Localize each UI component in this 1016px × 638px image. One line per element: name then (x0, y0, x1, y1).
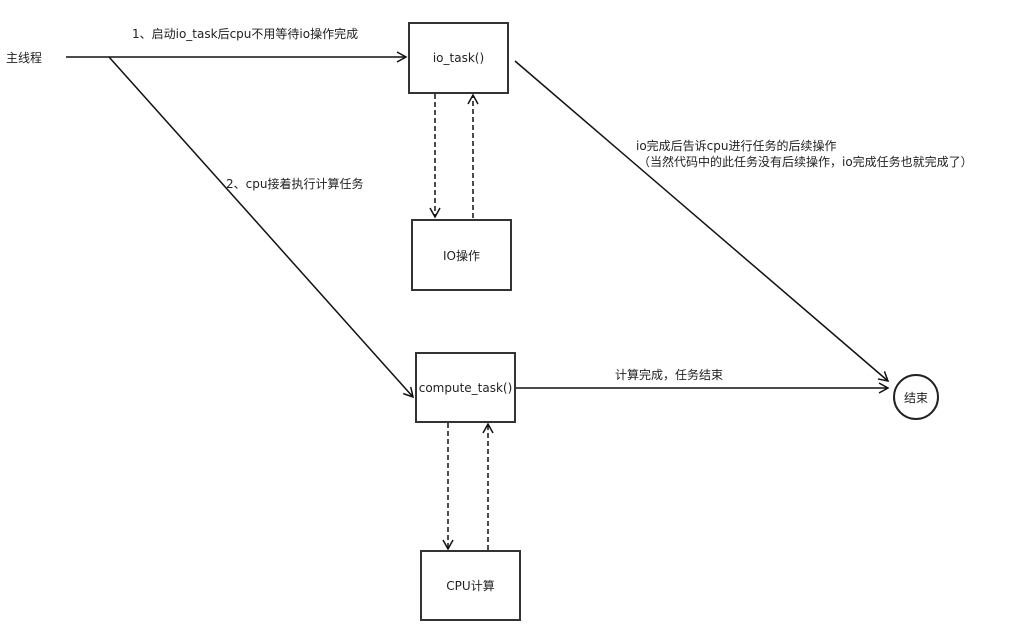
edge-label-cpu-compute-next: 2、cpu接着执行计算任务 (226, 177, 364, 191)
main-thread-label: 主线程 (6, 51, 43, 65)
edge-main-to-compute-task (108, 56, 415, 399)
node-end-label: 结束 (903, 390, 928, 405)
edge-label-io-done-line2: （当然代码中的此任务没有后续操作，io完成任务也就完成了） (638, 155, 973, 169)
edge-label-io-done-line1: io完成后告诉cpu进行任务的后续操作 (636, 139, 837, 153)
node-cpu-compute[interactable]: CPU计算 (420, 550, 521, 621)
node-compute-task-label: compute_task() (418, 380, 513, 395)
node-io-operation-label: IO操作 (443, 248, 480, 263)
node-end[interactable]: 结束 (893, 374, 939, 420)
node-compute-task[interactable]: compute_task() (415, 352, 516, 423)
edge-io-task-to-end (514, 60, 890, 383)
node-io-operation[interactable]: IO操作 (411, 219, 512, 291)
edge-label-compute-done: 计算完成，任务结束 (615, 368, 724, 382)
node-cpu-compute-label: CPU计算 (446, 579, 495, 593)
node-io-task[interactable]: io_task() (408, 22, 509, 94)
edge-label-start-io-task: 1、启动io_task后cpu不用等待io操作完成 (132, 27, 359, 41)
node-io-task-label: io_task() (432, 51, 485, 65)
